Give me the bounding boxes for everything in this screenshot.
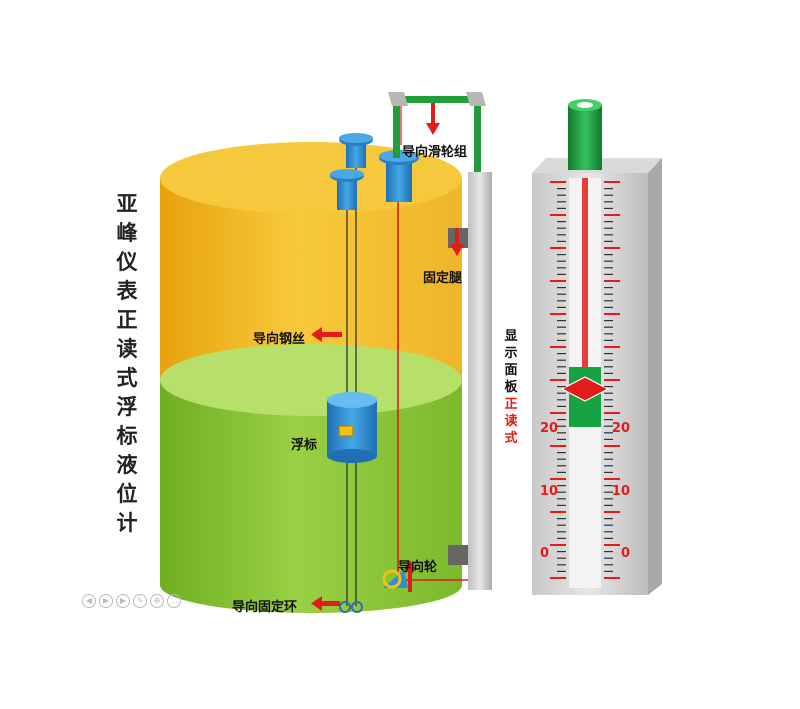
playback-controls[interactable]: ◀▶▶✎⊕… bbox=[82, 594, 181, 608]
panel-label-char: 显 bbox=[504, 329, 518, 344]
support-pole bbox=[448, 172, 492, 590]
zoom-icon[interactable]: ⊕ bbox=[150, 594, 164, 608]
scale-number: 20 bbox=[612, 421, 630, 436]
title-char: 峰 bbox=[116, 221, 138, 245]
label-float: 浮标 bbox=[291, 438, 318, 453]
arrow-guide-wire bbox=[311, 327, 342, 342]
label-guide-wire: 导向钢丝 bbox=[253, 332, 306, 347]
title-char: 亚 bbox=[116, 192, 138, 216]
tank-upper-body bbox=[160, 178, 462, 380]
arrow-guide-ring bbox=[311, 596, 340, 611]
title-char: 式 bbox=[116, 366, 138, 390]
edit-icon[interactable]: ✎ bbox=[133, 594, 147, 608]
top-fitting-left bbox=[330, 169, 364, 210]
arrow-pulley bbox=[426, 103, 440, 135]
guide-fixed-ring bbox=[339, 601, 363, 613]
scale-number: 10 bbox=[540, 484, 558, 499]
panel-label-char: 板 bbox=[504, 380, 518, 395]
float bbox=[327, 392, 377, 463]
top-fitting-mid bbox=[339, 133, 373, 168]
panel-label-char: 示 bbox=[504, 346, 518, 361]
guide-wheel bbox=[382, 569, 408, 589]
label-display-panel: 显示面板 正读式 bbox=[502, 328, 520, 447]
title-char: 正 bbox=[116, 308, 138, 332]
arrow-fixed-leg bbox=[450, 228, 464, 256]
play-icon[interactable]: ▶ bbox=[99, 594, 113, 608]
label-guide-wheel: 导向轮 bbox=[398, 560, 438, 575]
title-char: 标 bbox=[116, 424, 138, 448]
title-char: 浮 bbox=[116, 395, 138, 419]
arrow-guide-wheel bbox=[404, 560, 416, 592]
panel-label-char: 正 bbox=[504, 397, 518, 412]
scale-number: 20 bbox=[540, 421, 558, 436]
product-title-vertical: 亚峰仪表正读式浮标液位计 bbox=[112, 190, 142, 538]
title-char: 位 bbox=[116, 482, 138, 506]
more-icon[interactable]: … bbox=[167, 594, 181, 608]
pulley-group bbox=[388, 92, 486, 178]
label-guide-ring: 导向固定环 bbox=[232, 600, 298, 615]
tank bbox=[160, 142, 462, 613]
tank-liquid-body bbox=[160, 380, 462, 613]
title-char: 读 bbox=[116, 337, 138, 361]
panel-label-char: 读 bbox=[504, 414, 518, 429]
scale-number: 0 bbox=[621, 546, 630, 561]
title-char: 液 bbox=[116, 453, 138, 477]
display-panel: 20 20 10 10 0 0 bbox=[532, 99, 662, 595]
label-fixed-leg: 固定腿 bbox=[423, 271, 463, 286]
label-pulley-group: 导向滑轮组 bbox=[402, 145, 468, 160]
prev-icon[interactable]: ◀ bbox=[82, 594, 96, 608]
liquid-surface bbox=[160, 344, 462, 416]
scale-number: 10 bbox=[612, 484, 630, 499]
panel-label-char: 式 bbox=[504, 431, 518, 446]
title-char: 表 bbox=[116, 279, 138, 303]
panel-label-char: 面 bbox=[504, 363, 518, 378]
next-icon[interactable]: ▶ bbox=[116, 594, 130, 608]
title-char: 计 bbox=[116, 511, 138, 535]
scale-number: 0 bbox=[540, 546, 549, 561]
title-char: 仪 bbox=[116, 250, 138, 274]
